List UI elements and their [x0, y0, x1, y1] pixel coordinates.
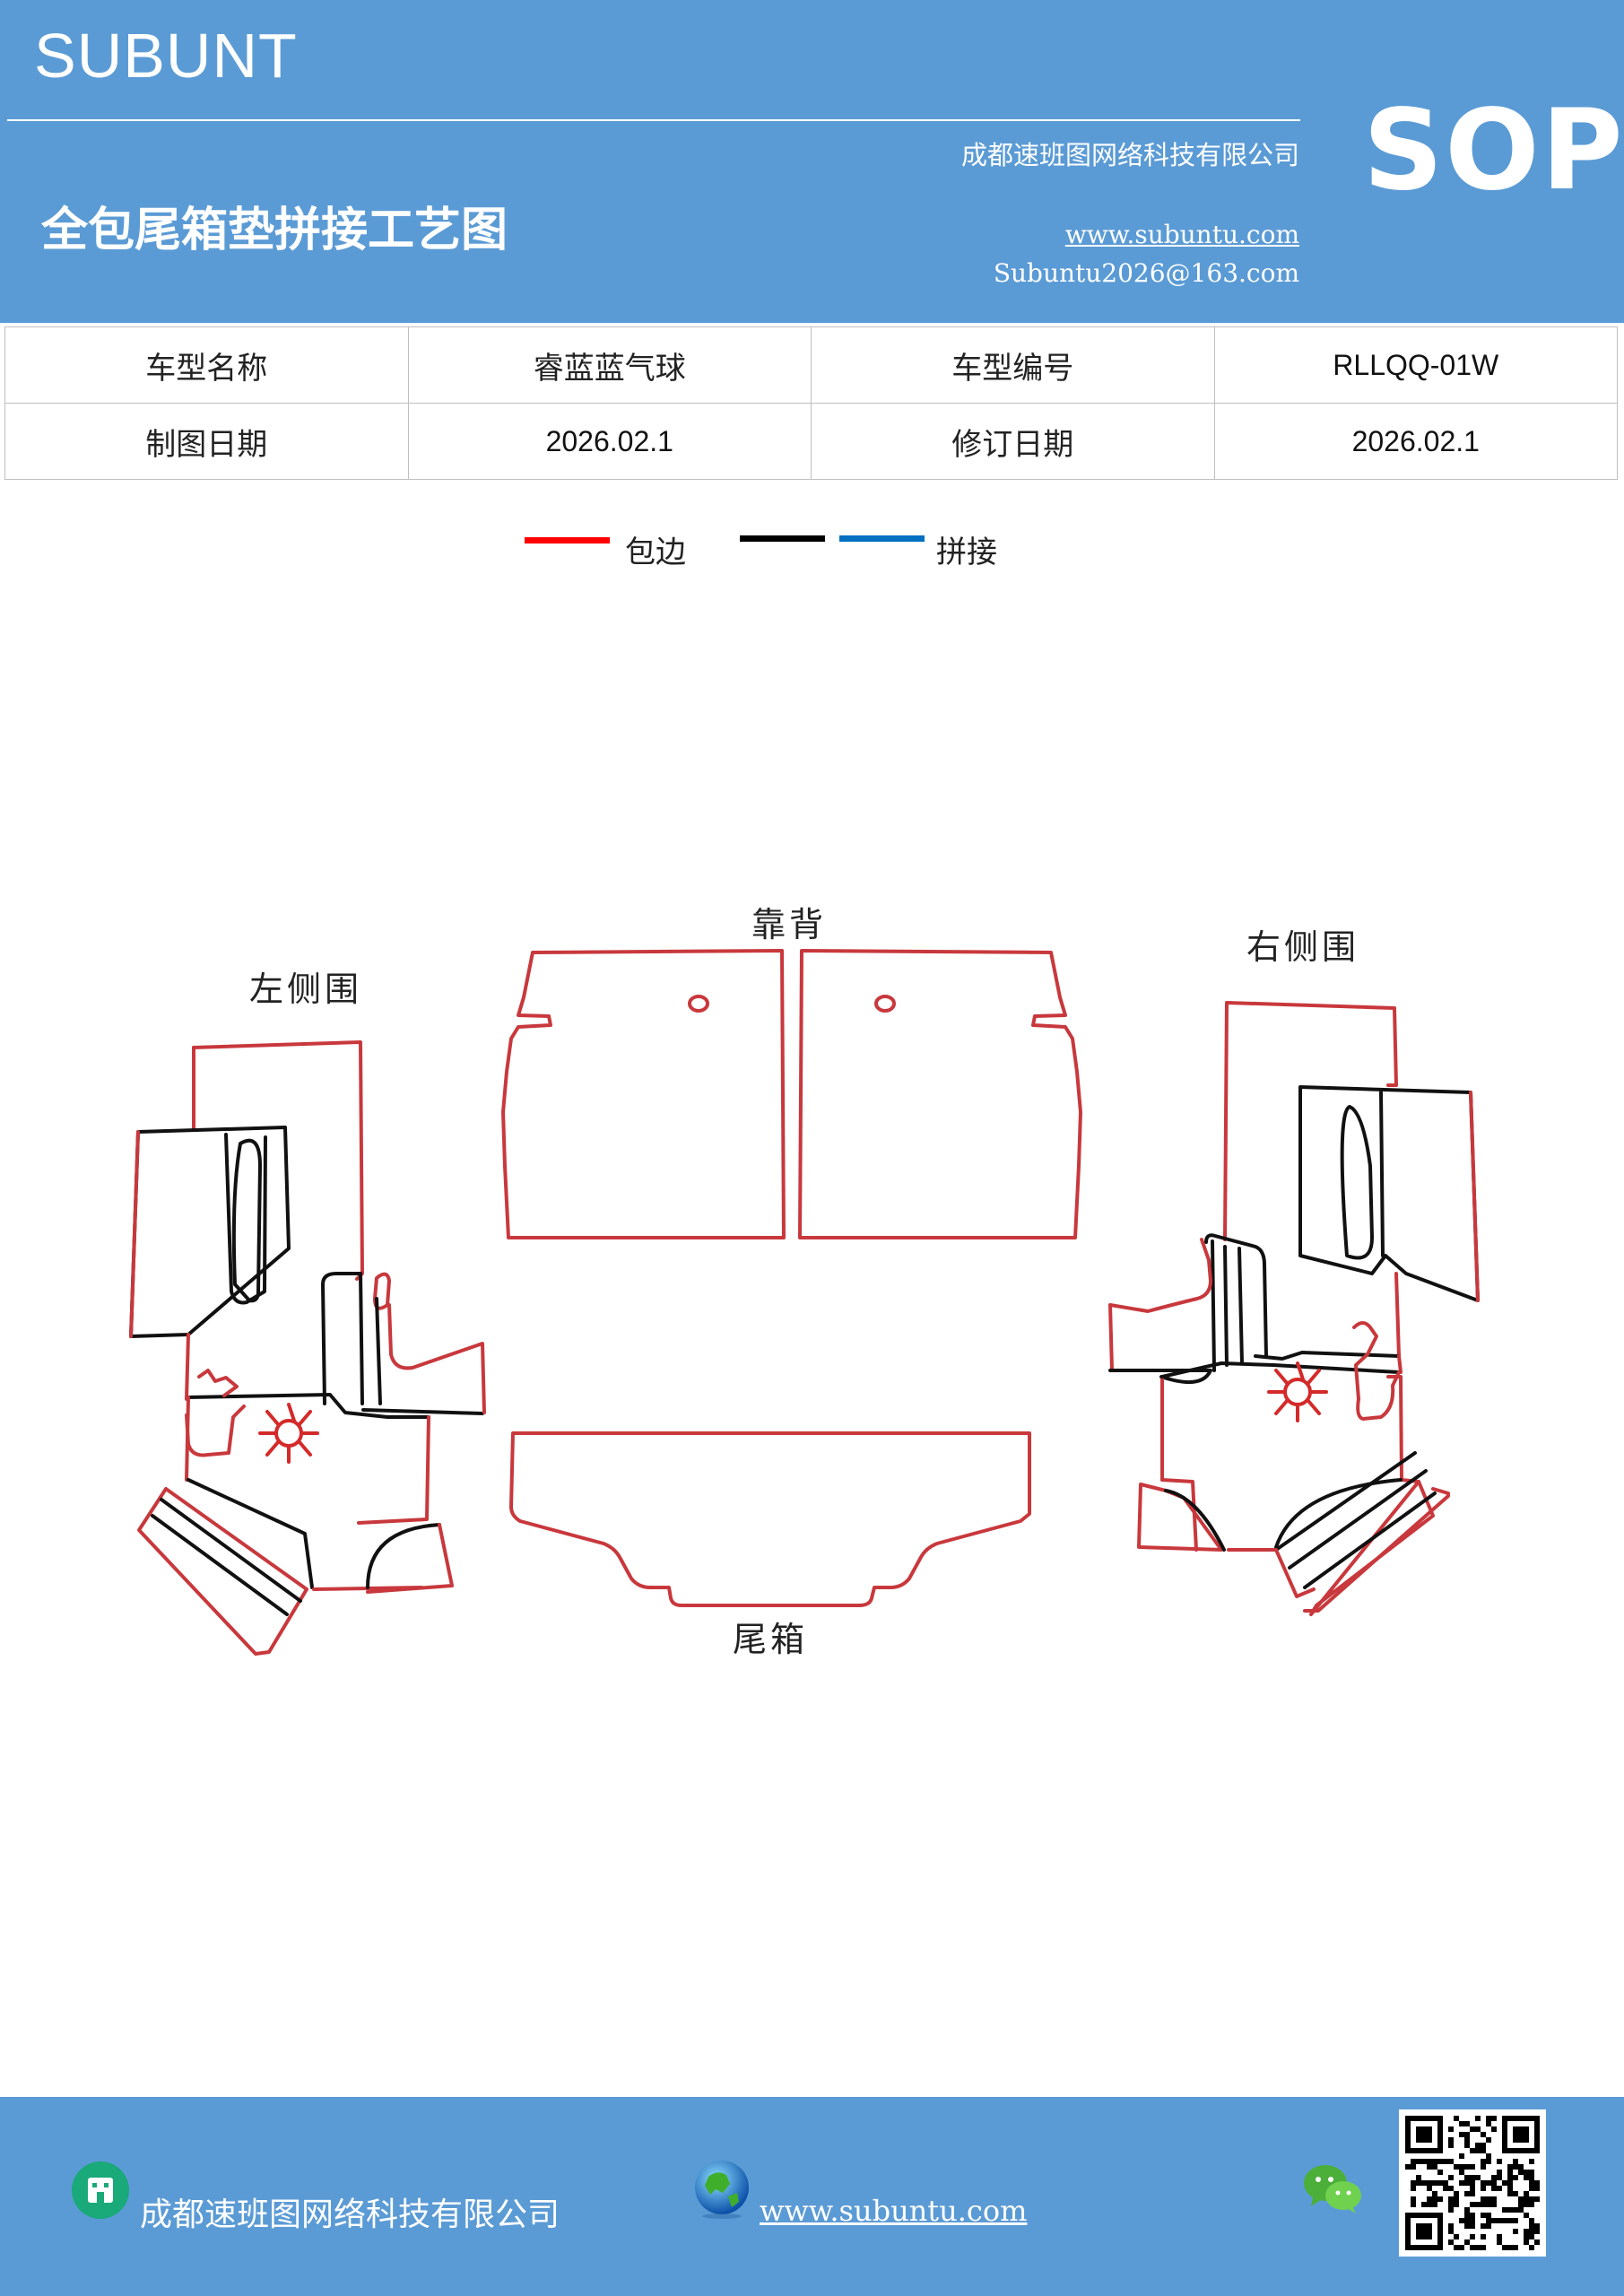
- document-title: 全包尾箱垫拼接工艺图: [41, 204, 508, 257]
- footer-website-link[interactable]: www.subuntu.com: [760, 2194, 1028, 2228]
- right-side-lower-panel: [1254, 1351, 1401, 1361]
- legend-seam-swatch: [839, 535, 925, 542]
- right-bottom-strip: [1309, 1480, 1435, 1616]
- header-banner: [0, 0, 1624, 323]
- model-name-value: 睿蓝蓝气球: [407, 326, 812, 404]
- right-sun-emblem: [1267, 1361, 1328, 1422]
- draw-date-value: 2026.02.1: [407, 403, 812, 480]
- globe-icon: [695, 2161, 749, 2219]
- label-trunk: 尾箱: [733, 1620, 809, 1659]
- sop-badge: SOP: [1363, 86, 1624, 215]
- vehicle-info-table: 车型名称 睿蓝蓝气球 车型编号 RLLQQ-01W 制图日期 2026.02.1…: [4, 326, 1618, 480]
- model-code-value: RLLQQ-01W: [1213, 326, 1618, 404]
- qr-code-image: [1405, 2116, 1540, 2250]
- building-icon: [72, 2161, 129, 2219]
- legend-edge-swatch: [525, 537, 610, 544]
- left-side-lower-panel: [187, 1393, 430, 1419]
- label-backrest: 靠背: [751, 905, 828, 944]
- backrest-left-panel: [501, 949, 786, 1239]
- table-row: 制图日期 2026.02.1 修订日期 2026.02.1: [4, 403, 1618, 480]
- trunk-floor-panel: [509, 1431, 1031, 1607]
- wechat-icon: [1304, 2165, 1361, 2213]
- label-right-side: 右侧围: [1246, 927, 1360, 967]
- header-divider: [7, 119, 1300, 121]
- right-bottom-strip-2: [1303, 1487, 1450, 1613]
- model-name-label: 车型名称: [4, 326, 409, 404]
- left-side-upper-panel: [192, 1040, 364, 1281]
- label-left-side: 左侧围: [249, 970, 363, 1009]
- backrest-left-hole: [688, 995, 709, 1013]
- draw-date-label: 制图日期: [4, 403, 409, 480]
- legend-seam-label: 拼接: [936, 535, 997, 570]
- revision-date-label: 修订日期: [811, 403, 1215, 480]
- right-side-pocket: [1298, 1085, 1480, 1302]
- backrest-right-hole: [874, 995, 896, 1013]
- left-sun-emblem: [258, 1403, 319, 1464]
- footer-company-name: 成都速班图网络科技有限公司: [140, 2196, 560, 2233]
- website-link[interactable]: www.subuntu.com: [1064, 220, 1299, 249]
- email-address: Subuntu2026@163.com: [993, 258, 1299, 288]
- right-side-upper-panel: [1223, 1001, 1398, 1241]
- company-name: 成都速班图网络科技有限公司: [960, 140, 1299, 170]
- left-bottom-strip: [137, 1487, 308, 1656]
- legend-black-swatch: [740, 535, 825, 542]
- revision-date-value: 2026.02.1: [1213, 403, 1618, 480]
- table-row: 车型名称 睿蓝蓝气球 车型编号 RLLQQ-01W: [4, 326, 1618, 404]
- brand-name: SUBUNT: [34, 21, 298, 91]
- legend-edge-label: 包边: [625, 535, 686, 570]
- backrest-right-panel: [798, 949, 1082, 1239]
- qr-code: [1399, 2109, 1546, 2257]
- model-code-label: 车型编号: [811, 326, 1215, 404]
